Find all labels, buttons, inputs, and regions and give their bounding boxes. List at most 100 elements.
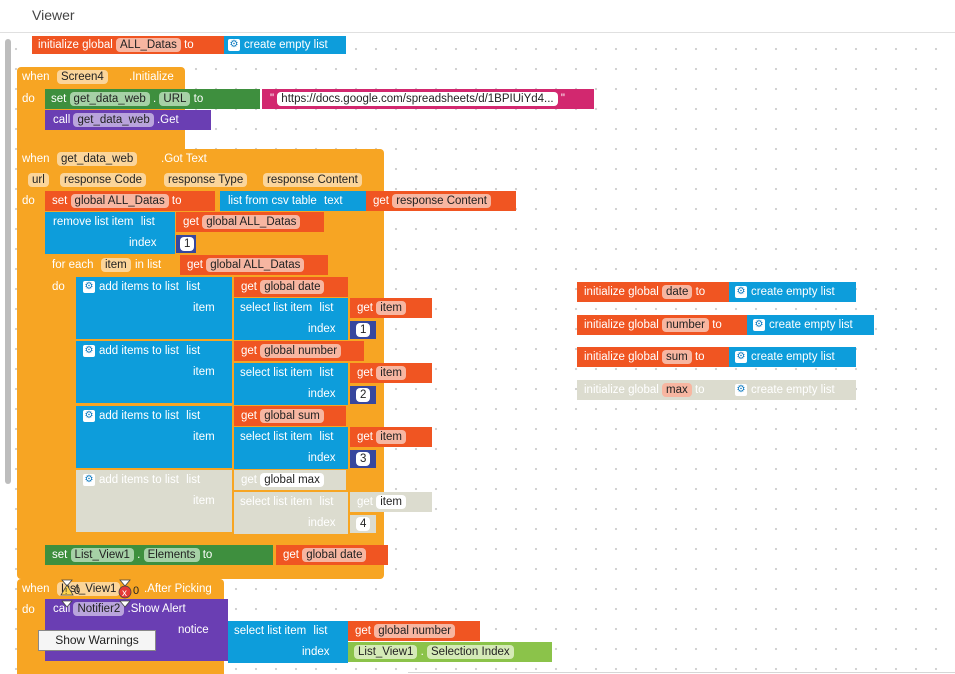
gear-icon[interactable]: ⚙ [735,285,747,298]
number-field[interactable]: 1 [356,323,371,337]
number-field[interactable]: 3 [356,452,371,466]
get-global-max-block[interactable]: get global max [234,470,346,490]
create-empty-list-block[interactable]: ⚙create empty list [729,347,856,367]
create-empty-list-block[interactable]: ⚙create empty list [224,36,346,54]
var-name-field[interactable]: max [662,383,692,397]
number-block[interactable]: 1 [176,235,196,253]
warning-count: 0 [74,585,81,597]
set-all-datas-block[interactable]: set global ALL_Datas to [45,191,215,211]
create-empty-list-block[interactable]: ⚙create empty list [747,315,874,335]
var-dropdown[interactable]: item [376,366,406,380]
var-name-field[interactable]: date [662,285,693,299]
number-field[interactable]: 4 [356,517,371,531]
var-dropdown[interactable]: global date [260,280,325,294]
var-dropdown[interactable]: item [376,430,406,444]
init-label: initialize global [584,286,659,298]
get-global-number-block[interactable]: get global number [348,621,480,641]
add-items-sum-block[interactable]: ⚙add items to list list [76,406,232,468]
get-label: get [241,474,257,486]
add-items-number-block[interactable]: ⚙add items to list list [76,341,232,403]
component-dropdown[interactable]: get_data_web [73,113,154,127]
select-list-item-block[interactable]: select list item list [228,621,348,663]
set-url-block[interactable]: set get_data_web . URL to [45,89,260,109]
var-dropdown[interactable]: global ALL_Datas [202,215,301,229]
number-field[interactable]: 1 [180,237,195,251]
select-list-item-block[interactable]: select list item list [234,427,348,469]
gear-icon[interactable]: ⚙ [83,280,95,293]
list-label: list [186,345,201,357]
gear-icon[interactable]: ⚙ [83,409,95,422]
remove-list-item-block[interactable]: remove list item list [45,212,175,254]
create-empty-list-block[interactable]: ⚙create empty list [729,380,856,400]
param-response-code[interactable]: response Code [60,172,146,188]
var-dropdown[interactable]: global date [302,548,367,562]
var-dropdown[interactable]: global sum [260,409,324,423]
var-dropdown[interactable]: global number [374,624,456,638]
param-response-type[interactable]: response Type [164,172,248,188]
gear-icon[interactable]: ⚙ [83,344,95,357]
number-block[interactable]: 1 [350,321,376,339]
get-global-date-block[interactable]: get global date [234,277,348,297]
var-dropdown[interactable]: item [376,495,406,509]
var-name-field[interactable]: ALL_Datas [116,38,181,52]
property-dropdown[interactable]: Elements [143,548,200,562]
var-dropdown[interactable]: global max [260,473,324,487]
select-list-item-block[interactable]: select list item list [234,298,348,340]
selection-index-getter-block[interactable]: List_View1 . Selection Index [348,642,552,662]
gear-icon[interactable]: ⚙ [228,38,240,51]
var-name-field[interactable]: sum [662,350,692,364]
warning-indicator[interactable]: ! x 0 0 [52,577,142,621]
get-global-number-block[interactable]: get global number [234,341,364,361]
get-item-block[interactable]: get item [350,363,432,383]
component-dropdown[interactable]: List_View1 [70,548,134,562]
component-dropdown[interactable]: Notifier2 [73,602,125,616]
number-block[interactable]: 3 [350,450,376,468]
number-field[interactable]: 2 [356,388,371,402]
blocks-workspace[interactable]: initialize global ALL_Datas to ⚙create e… [0,33,955,674]
get-item-block[interactable]: get item [350,298,432,318]
gear-icon[interactable]: ⚙ [735,383,747,396]
get-label: get [241,345,257,357]
component-dropdown[interactable]: List_View1 [354,645,418,659]
property-dropdown[interactable]: Selection Index [427,645,514,659]
get-all-datas-block-2[interactable]: get global ALL_Datas [180,255,328,275]
component-dropdown[interactable]: List_View1 [57,581,121,597]
gear-icon[interactable]: ⚙ [735,350,747,363]
get-all-datas-block[interactable]: get global ALL_Datas [176,212,324,232]
vertical-scrollbar[interactable] [5,39,11,484]
item-var-field[interactable]: item [101,257,131,273]
component-dropdown[interactable]: get_data_web [57,151,138,167]
var-dropdown[interactable]: global ALL_Datas [206,258,305,272]
param-response-content[interactable]: response Content [263,172,362,188]
property-dropdown[interactable]: URL [159,92,191,106]
set-elements-block[interactable]: set List_View1 . Elements to [45,545,273,565]
select-list-item-block[interactable]: select list item list [234,363,348,405]
get-item-block[interactable]: get item [350,427,432,447]
url-text-field[interactable]: https://docs.google.com/spreadsheets/d/1… [277,92,558,106]
get-item-block[interactable]: get item [350,492,432,512]
call-get-block[interactable]: call get_data_web .Get [45,110,211,130]
component-dropdown[interactable]: get_data_web [69,92,150,106]
screen4-component-dropdown[interactable]: Screen4 [57,69,108,85]
get-response-content-block[interactable]: get response Content [366,191,516,211]
url-text-block[interactable]: " https://docs.google.com/spreadsheets/d… [262,89,594,109]
gear-icon[interactable]: ⚙ [753,318,765,331]
var-dropdown[interactable]: global number [260,344,342,358]
create-empty-list-block[interactable]: ⚙create empty list [729,282,856,302]
number-block[interactable]: 2 [350,386,376,404]
add-items-max-block-disabled[interactable]: ⚙add items to list list [76,470,232,532]
number-block[interactable]: 4 [350,515,376,533]
var-dropdown[interactable]: response Content [392,194,491,208]
var-dropdown[interactable]: global ALL_Datas [70,194,169,208]
add-items-date-block[interactable]: ⚙add items to list list [76,277,232,339]
gear-icon[interactable]: ⚙ [83,473,95,486]
get-global-date-block[interactable]: get global date [276,545,388,565]
show-warnings-button[interactable]: Show Warnings [38,630,156,651]
var-name-field[interactable]: number [662,318,709,332]
list-from-csv-block[interactable]: list from csv table text [220,191,366,211]
var-dropdown[interactable]: item [376,301,406,315]
get-global-sum-block[interactable]: get global sum [234,406,346,426]
init-label: initialize global [38,39,113,51]
param-url[interactable]: url [28,172,49,188]
select-list-item-block[interactable]: select list item list [234,492,348,534]
